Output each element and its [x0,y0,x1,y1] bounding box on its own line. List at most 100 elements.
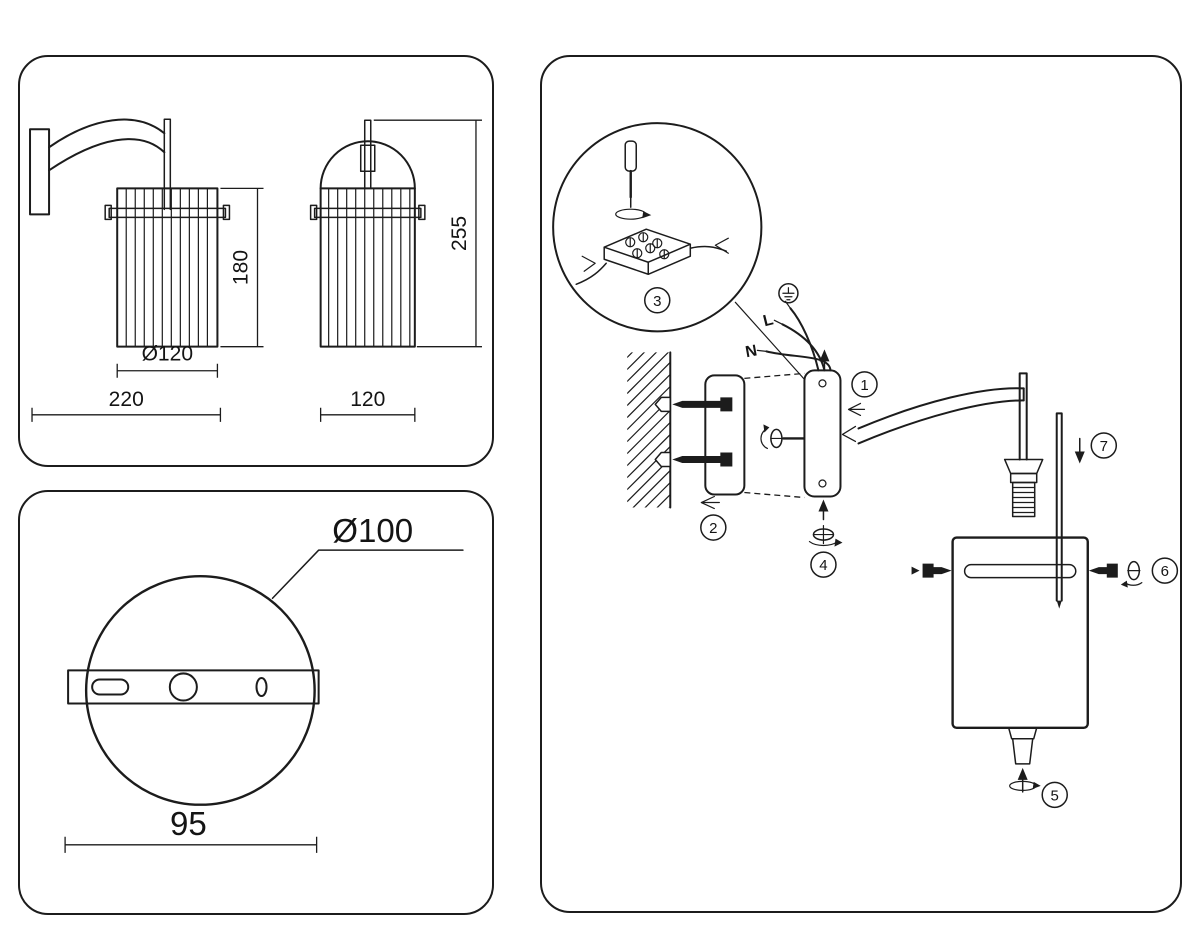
ground-icon [778,283,799,304]
long-screw [1055,412,1063,602]
step-4-badge [810,551,837,578]
arm-curve-bottom [857,399,1025,445]
step-1-number: 1 [860,377,868,394]
band-tab-right-side [418,204,426,221]
wall-section [627,351,672,509]
base-hole-top [818,379,827,388]
stem [163,118,172,211]
arm-arc [319,140,416,190]
step-3-badge: 3 [643,287,671,314]
small-hole [255,676,268,697]
step-3-number: 3 [653,293,661,310]
dim-side-width: 120 [319,388,416,422]
arm-top-curve [48,118,166,149]
dim-shade-diameter: Ø120 [116,343,219,378]
base-hole-bottom [818,479,827,488]
mount-band [108,207,227,219]
shade-assembly: 6 [911,536,1179,729]
insert-arrow-left [581,255,596,272]
step-6-badge [1151,557,1179,584]
mounting-bar [67,669,320,705]
dim-95-label: 95 [170,806,207,843]
wire-neutral-label: N [744,342,758,361]
wire-live [781,323,826,372]
step-7-group: 7 [1055,412,1118,609]
down-arrow [1074,451,1085,464]
turn-screw-icon [808,524,843,547]
backplate-circle [84,575,316,806]
step-4-group: 4 [808,499,843,578]
arm-assembly [841,372,1044,518]
wall-plate [29,128,51,216]
shade-ribs [125,187,208,348]
lamp-base [803,369,842,498]
step-1-badge [851,371,878,398]
shade-front [116,187,219,348]
mount-screw-top [672,397,733,412]
dim-d120-label: Ø120 [142,343,193,366]
diameter-leader-line [271,549,464,600]
dim-base-width: 95 [64,806,318,853]
up-arrow [819,349,830,362]
step-4-number: 4 [819,557,827,574]
up-arrow [818,499,829,512]
mount-band-side [313,207,422,219]
side-view [309,119,426,348]
step-6-number: 6 [1161,563,1169,580]
right-arrow [911,566,920,575]
insert-arrow [841,425,857,443]
installation-panel: 3 [540,55,1182,913]
wire-neutral [765,350,832,372]
backplate-drawing: Ø100 95 [64,513,464,853]
diameter-label: Ø100 [332,513,413,550]
terminal-block [603,228,692,276]
bracket-plate-group [672,372,805,499]
dim-120-label: 120 [350,388,385,411]
step-2-number: 2 [709,520,717,537]
wall-anchor-bottom [654,451,672,468]
center-hole [168,672,198,702]
arm-bottom-curve [48,138,166,172]
dim-255-label: 255 [448,216,471,251]
dim-overall-width: 220 [31,388,222,422]
band-tab-right [222,204,231,221]
cap-flange [1007,727,1038,740]
detail-bubble [552,122,763,333]
turn-icon [1009,780,1041,791]
wire-left [575,262,607,286]
screwdriver-icon [615,140,652,220]
front-view [29,118,231,348]
socket-threads [1012,486,1036,514]
slot-hole [91,678,130,696]
band-tab-left-side [309,204,318,221]
step-5-number: 5 [1051,787,1059,804]
dim-overall-height: 255 [373,119,482,348]
shade-ribs-side [328,187,411,348]
shade-band [963,563,1077,579]
wiring-detail-circle: 3 [552,122,763,333]
assembly-guides [744,372,805,499]
dim-shade-height: 180 [220,187,264,348]
dimensions-panel: 180 Ø120 220 [18,55,494,467]
turn-screw-icon [1120,560,1143,588]
step-7-number: 7 [1100,438,1108,455]
backplate-panel: Ø100 95 [18,490,494,915]
wall-anchor-top [654,396,672,413]
bracket-plate [704,374,746,496]
cap-body [1011,738,1034,765]
shade-side [319,187,416,348]
step-2-badge [700,514,727,541]
left-arrow [700,495,720,510]
mount-screw-bottom [672,452,733,467]
side-screw-left [922,563,952,578]
dim-180-label: 180 [229,250,252,285]
left-arrow [847,402,866,417]
wire-ground [789,307,820,372]
glass-shade [951,536,1089,729]
terminal-screw-slots [629,232,665,259]
thumb-screw-icon [760,424,805,450]
stem-side [363,119,372,190]
step-1-group: 1 [819,349,878,417]
wall-hatching [627,352,671,508]
insert-arrow-right [714,237,729,254]
